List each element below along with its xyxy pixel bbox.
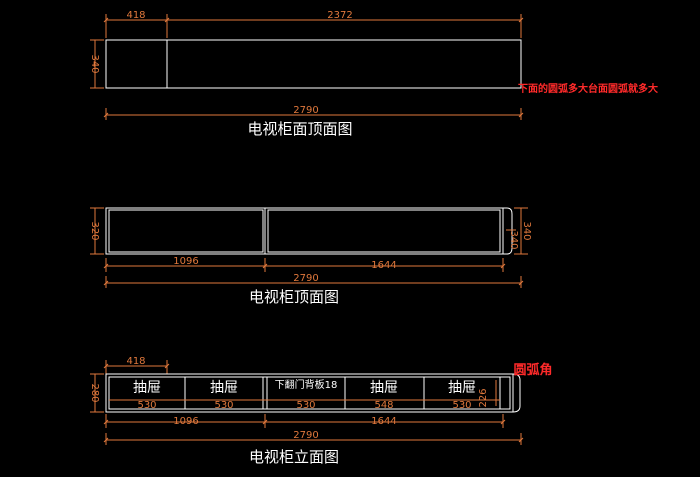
dim-tick <box>103 17 109 23</box>
dim-text: 418 <box>126 356 145 367</box>
drawer-label: 抽屉 <box>210 380 238 396</box>
view-top-surface: 418 2372 340 2790 电视柜面顶面图 下面的圆弧多大台面圆弧就多大 <box>89 10 658 138</box>
dim-tick <box>103 263 109 269</box>
dim-text: 1096 <box>173 256 198 267</box>
rounded-end <box>503 207 513 255</box>
drawer-dim: 548 <box>374 400 393 411</box>
cabinet-elevation-outline <box>105 373 514 413</box>
dim-tick <box>103 437 109 443</box>
panel-label: 下翻门背板18 <box>275 378 338 391</box>
dim-tick <box>518 280 524 286</box>
view-title: 电视柜面顶面图 <box>247 120 352 138</box>
dim-tick <box>103 419 109 425</box>
dim-tick <box>500 263 506 269</box>
dim-text: 2790 <box>293 430 318 441</box>
dim-tick <box>103 363 109 369</box>
view-title: 电视柜立面图 <box>249 448 339 466</box>
drawer-label: 抽屉 <box>370 380 398 396</box>
cabinet-top-outline <box>105 207 504 255</box>
drawer-dim: 530 <box>137 400 156 411</box>
rounded-corner <box>512 373 521 413</box>
annotation-note: 下面的圆弧多大台面圆弧就多大 <box>518 82 658 95</box>
drawer-dim: 530 <box>296 400 315 411</box>
dim-tick <box>103 112 109 118</box>
dim-tick <box>164 363 170 369</box>
panel-right <box>267 209 501 253</box>
drawer-label: 抽屉 <box>133 380 161 396</box>
view-top: 320 340 340 1096 1644 2790 电视柜顶面图 <box>89 207 532 306</box>
dim-text: 1644 <box>371 416 396 427</box>
dim-text: 320 <box>89 221 100 240</box>
dim-text: 1644 <box>371 260 396 271</box>
dim-text: 2790 <box>293 105 318 116</box>
dim-text: 340 <box>521 221 532 240</box>
dim-tick <box>262 419 268 425</box>
dim-tick <box>164 17 170 23</box>
dim-text: 340 <box>508 230 519 249</box>
dim-text: 280 <box>89 383 100 402</box>
dim-tick <box>103 280 109 286</box>
dim-tick <box>518 17 524 23</box>
countertop-outline <box>105 39 522 89</box>
dim-text: 340 <box>89 54 100 73</box>
dim-text: 2790 <box>293 273 318 284</box>
dim-tick <box>500 419 506 425</box>
dim-text: 2372 <box>327 10 352 21</box>
dim-tick <box>262 263 268 269</box>
dim-tick <box>518 112 524 118</box>
annotation-note: 圆弧角 <box>513 362 552 378</box>
panel-left <box>108 209 264 253</box>
dim-text: 226 <box>478 388 489 407</box>
drawer-dim: 530 <box>214 400 233 411</box>
dim-tick <box>518 437 524 443</box>
dim-text: 418 <box>126 10 145 21</box>
cabinet-inner-outline <box>108 376 511 410</box>
view-title: 电视柜顶面图 <box>249 288 339 306</box>
drawer-label: 抽屉 <box>448 380 476 396</box>
drawer-dim: 530 <box>452 400 471 411</box>
view-elevation: 418 280 抽屉 530 抽屉 530 下翻门背板18 530 抽屉 548… <box>89 356 553 466</box>
dim-text: 1096 <box>173 416 198 427</box>
